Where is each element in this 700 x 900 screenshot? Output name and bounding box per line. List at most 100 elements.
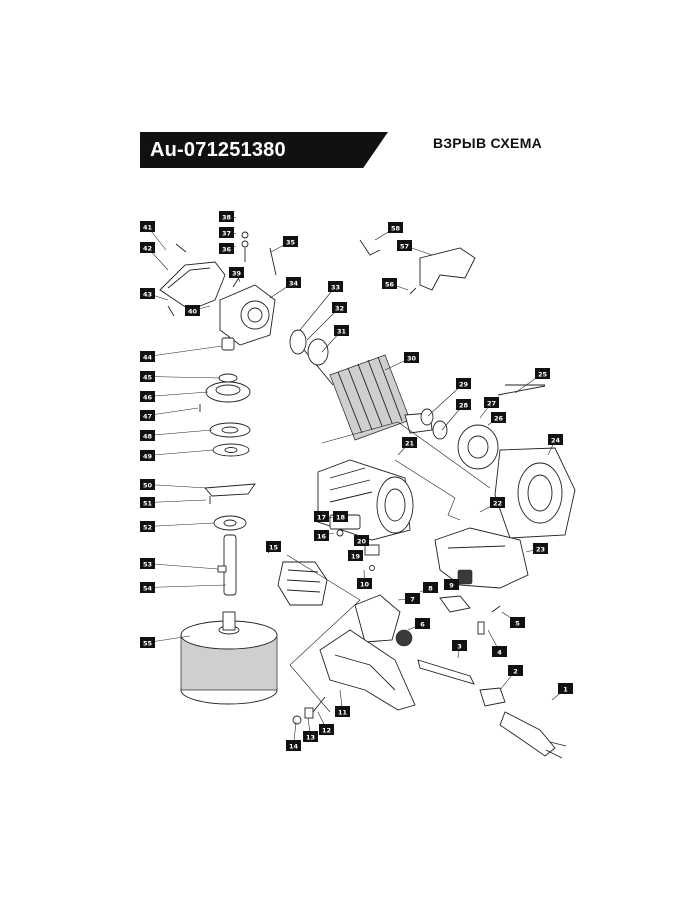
callout-leader-33	[299, 286, 336, 331]
callout-25: 25	[514, 368, 550, 394]
callout-box-56	[382, 278, 397, 289]
callout-5: 5	[501, 611, 525, 628]
callout-box-54	[140, 582, 155, 593]
callout-box-19	[348, 550, 363, 561]
callout-number-9: 9	[449, 581, 454, 589]
callout-box-51	[140, 497, 155, 508]
callout-number-6: 6	[420, 620, 425, 628]
callout-box-11	[335, 706, 350, 717]
callout-23: 23	[525, 543, 548, 554]
callout-number-52: 52	[143, 523, 152, 531]
callout-number-31: 31	[337, 327, 347, 335]
callout-box-39	[229, 267, 244, 278]
callout-36: 36	[219, 243, 237, 254]
callout-box-13	[303, 731, 318, 742]
callout-box-44	[140, 351, 155, 362]
callout-53: 53	[140, 558, 219, 570]
callout-45: 45	[140, 371, 221, 382]
callout-box-37	[219, 227, 234, 238]
callout-box-42	[140, 242, 155, 253]
callout-box-26	[491, 412, 506, 423]
callout-29: 29	[427, 378, 471, 417]
callout-number-49: 49	[143, 452, 153, 460]
callout-box-4	[492, 646, 507, 657]
callout-box-8	[423, 582, 438, 593]
callout-number-56: 56	[385, 280, 395, 288]
callout-24: 24	[547, 434, 563, 456]
callout-8: 8	[419, 582, 438, 593]
callout-50: 50	[140, 479, 208, 490]
callout-box-21	[402, 437, 417, 448]
callout-number-14: 14	[289, 742, 299, 750]
callout-number-46: 46	[143, 393, 153, 401]
callout-leader-52	[147, 522, 215, 527]
callout-30: 30	[384, 352, 419, 371]
callout-number-12: 12	[322, 726, 331, 734]
callout-6: 6	[407, 618, 430, 631]
spindle-stack	[204, 337, 256, 596]
callout-box-6	[415, 618, 430, 629]
callout-box-24	[548, 434, 563, 445]
callout-31: 31	[321, 325, 349, 353]
callout-33: 33	[299, 281, 343, 331]
callout-box-5	[510, 617, 525, 628]
callout-39: 39	[229, 267, 244, 283]
scheme-title: ВЗРЫВ СХЕМА	[433, 135, 543, 151]
callout-number-19: 19	[351, 552, 361, 560]
polishing-pad	[180, 611, 278, 705]
callout-40: 40	[185, 305, 211, 316]
callout-number-15: 15	[269, 543, 279, 551]
callout-16: 16	[314, 530, 335, 541]
callout-number-41: 41	[143, 223, 153, 231]
callout-box-46	[140, 391, 155, 402]
callout-28: 28	[441, 399, 471, 431]
callout-box-41	[140, 221, 155, 232]
callout-number-3: 3	[457, 642, 462, 650]
callout-number-54: 54	[143, 584, 153, 592]
callout-20: 20	[354, 535, 369, 546]
callout-number-7: 7	[410, 595, 415, 603]
callout-55: 55	[140, 635, 191, 648]
callout-number-47: 47	[143, 412, 152, 420]
callout-26: 26	[487, 412, 506, 426]
callout-number-33: 33	[331, 283, 340, 291]
callout-number-16: 16	[317, 532, 327, 540]
power-cord	[417, 659, 567, 759]
callout-box-22	[490, 497, 505, 508]
callout-leader-54	[147, 584, 227, 588]
callout-number-26: 26	[494, 414, 504, 422]
callout-number-42: 42	[143, 244, 152, 252]
callout-number-29: 29	[459, 380, 469, 388]
callout-number-38: 38	[222, 213, 232, 221]
callout-number-4: 4	[497, 648, 502, 656]
callout-number-58: 58	[391, 224, 401, 232]
model-banner	[140, 132, 388, 168]
front-handle-assembly	[277, 561, 416, 725]
callout-number-10: 10	[360, 580, 370, 588]
callout-box-29	[456, 378, 471, 389]
callout-box-20	[354, 535, 369, 546]
callout-box-38	[219, 211, 234, 222]
callout-box-23	[533, 543, 548, 554]
callout-leader-45	[147, 376, 221, 379]
callout-box-27	[484, 397, 499, 408]
callout-box-53	[140, 558, 155, 569]
callout-51: 51	[140, 497, 207, 508]
callout-box-57	[397, 240, 412, 251]
callout-number-55: 55	[143, 639, 153, 647]
callout-41: 41	[140, 221, 167, 251]
callout-number-50: 50	[143, 481, 153, 489]
callout-box-45	[140, 371, 155, 382]
callout-58: 58	[374, 222, 403, 241]
callout-box-18	[333, 511, 348, 522]
stator	[494, 385, 576, 539]
callout-box-35	[283, 236, 298, 247]
callout-number-34: 34	[289, 279, 299, 287]
callout-box-52	[140, 521, 155, 532]
callout-box-36	[219, 243, 234, 254]
callout-number-18: 18	[336, 513, 346, 521]
callout-number-57: 57	[400, 242, 409, 250]
callout-leader-48	[147, 429, 213, 436]
callout-box-49	[140, 450, 155, 461]
